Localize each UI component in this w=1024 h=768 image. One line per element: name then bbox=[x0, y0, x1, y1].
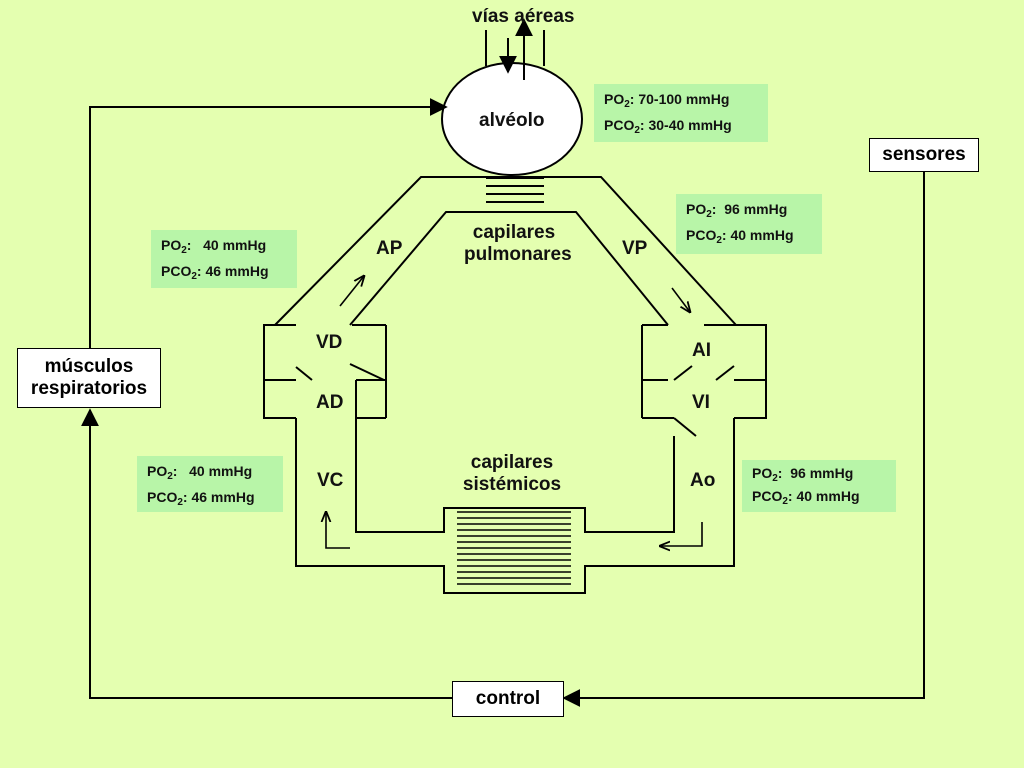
vp-flow-arrow bbox=[671, 287, 690, 312]
capilares-pulmonares-label: capilares pulmonares bbox=[464, 222, 572, 266]
vi-label: VI bbox=[692, 392, 710, 413]
capilares-pulmonares-line2: pulmonares bbox=[464, 244, 572, 265]
systemic-circuit-outer bbox=[295, 418, 735, 594]
alveolo-po2: 70-100 mmHg bbox=[638, 91, 730, 107]
left-heart bbox=[641, 324, 767, 437]
alveolo-gas-box: PO2: 70-100 mmHg PCO2: 30-40 mmHg bbox=[594, 84, 768, 142]
ap-gas-box: PO2: 40 mmHg PCO2: 46 mmHg bbox=[151, 230, 297, 288]
ao-label: Ao bbox=[690, 470, 716, 491]
ap-pco2: 46 mmHg bbox=[205, 263, 269, 279]
ao-gas-box: PO2: 96 mmHg PCO2: 40 mmHg bbox=[742, 460, 896, 512]
vias-aereas-label: vías aéreas bbox=[472, 6, 575, 27]
muscles-to-alveolus-line bbox=[89, 98, 448, 348]
alveolo-pco2: 30-40 mmHg bbox=[648, 117, 732, 133]
musculos-line1: músculos bbox=[44, 356, 134, 377]
vd-label: VD bbox=[316, 332, 343, 353]
ap-label: AP bbox=[376, 238, 403, 259]
vc-pco2: 46 mmHg bbox=[191, 489, 255, 505]
vc-label: VC bbox=[317, 470, 344, 491]
systemic-circuit-inner bbox=[355, 418, 675, 533]
pulmonary-circuit-outer bbox=[274, 176, 737, 326]
vc-flow-arrow bbox=[326, 512, 350, 549]
vc-po2: 40 mmHg bbox=[189, 463, 253, 479]
ao-pco2: 40 mmHg bbox=[796, 488, 860, 504]
right-heart bbox=[263, 324, 387, 419]
ao-po2: 96 mmHg bbox=[790, 465, 854, 481]
vp-gas-box: PO2: 96 mmHg PCO2: 40 mmHg bbox=[676, 194, 822, 254]
musculos-respiratorios-box: músculos respiratorios bbox=[17, 348, 161, 408]
sensors-to-control-line bbox=[562, 172, 925, 707]
sensores-box: sensores bbox=[869, 138, 979, 172]
control-box: control bbox=[452, 681, 564, 717]
ao-flow-arrow bbox=[660, 522, 703, 546]
capilares-sistemicos-line2: sistémicos bbox=[462, 474, 562, 495]
systemic-capillaries bbox=[457, 511, 571, 585]
ad-label: AD bbox=[316, 392, 344, 413]
vp-label: VP bbox=[622, 238, 648, 259]
vp-pco2: 40 mmHg bbox=[730, 227, 794, 243]
vc-gas-box: PO2: 40 mmHg PCO2: 46 mmHg bbox=[137, 456, 283, 512]
capilares-sistemicos-label: capilares sistémicos bbox=[452, 452, 572, 496]
ap-flow-arrow bbox=[339, 276, 364, 307]
alveolo-label: alvéolo bbox=[479, 110, 545, 131]
vp-po2: 96 mmHg bbox=[724, 201, 788, 217]
capilares-sistemicos-line1: capilares bbox=[470, 452, 554, 473]
pulmonary-capillaries bbox=[486, 177, 544, 203]
control-to-muscles-line bbox=[81, 408, 452, 699]
pulmonary-circuit-inner bbox=[349, 211, 669, 326]
musculos-line2: respiratorios bbox=[30, 378, 148, 399]
ap-po2: 40 mmHg bbox=[203, 237, 267, 253]
capilares-pulmonares-line1: capilares bbox=[472, 222, 556, 243]
ai-label: AI bbox=[692, 340, 711, 361]
